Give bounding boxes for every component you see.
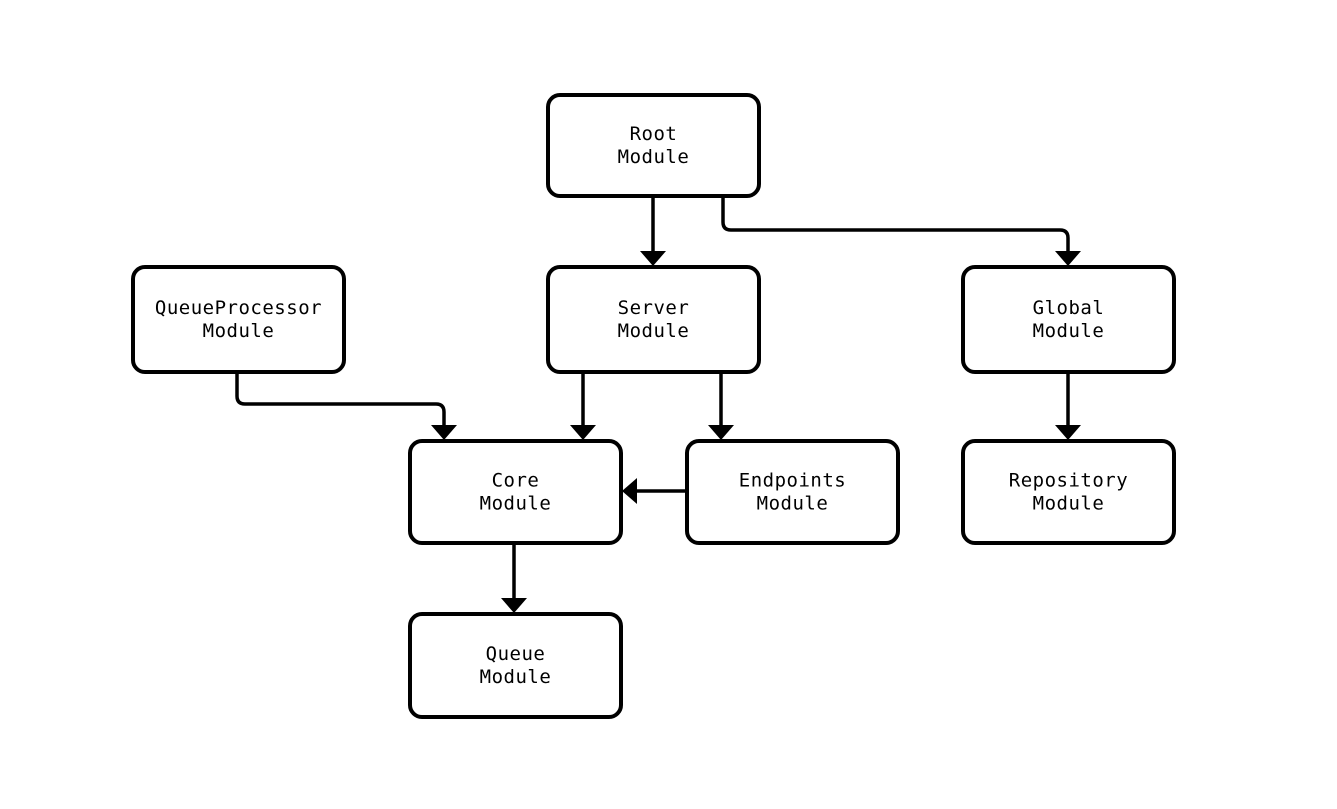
global-module-node-box[interactable] xyxy=(961,265,1176,374)
global-module-node-label-line1: Global xyxy=(1033,297,1105,319)
edge-core-to-queue-arrowhead xyxy=(501,598,527,613)
edge-root-to-server-arrowhead xyxy=(640,251,666,266)
edge-root-to-server xyxy=(640,196,666,266)
edge-queueprocessor-to-core xyxy=(235,372,457,440)
root-module-node-box[interactable] xyxy=(546,93,761,198)
queue-module-node-box[interactable] xyxy=(408,612,623,719)
edge-queueprocessor-to-core-arrowhead xyxy=(431,425,457,440)
nodes-layer: RootModuleQueueProcessorModuleServerModu… xyxy=(131,93,1176,719)
queue-module-node-label-line2: Module xyxy=(480,666,552,688)
queueprocessor-module-node-label-line2: Module xyxy=(203,320,275,342)
edge-root-to-global xyxy=(721,196,1081,266)
endpoints-module-node-box[interactable] xyxy=(685,439,900,545)
endpoints-module-node-label-line1: Endpoints xyxy=(739,470,846,492)
edge-queueprocessor-to-core-line xyxy=(235,372,446,430)
queue-module-node-label-line1: Queue xyxy=(486,643,546,665)
edge-endpoints-to-core xyxy=(622,478,687,504)
server-module-node-label-line2: Module xyxy=(618,320,690,342)
edge-server-to-endpoints xyxy=(708,372,734,440)
repository-module-node-box[interactable] xyxy=(961,439,1176,545)
repository-module-node-label-line2: Module xyxy=(1033,493,1105,515)
root-module-node-label-line1: Root xyxy=(630,123,678,145)
edge-server-to-endpoints-arrowhead xyxy=(708,425,734,440)
root-module-node-label-line2: Module xyxy=(618,146,690,168)
edge-global-to-repository xyxy=(1055,372,1081,440)
edges-layer xyxy=(235,196,1081,613)
edge-root-to-global-line xyxy=(721,196,1070,256)
edge-core-to-queue xyxy=(501,543,527,613)
global-module-node-label-line2: Module xyxy=(1033,320,1105,342)
edge-root-to-global-arrowhead xyxy=(1055,251,1081,266)
core-module-node-label-line1: Core xyxy=(492,470,540,492)
core-module-node-box[interactable] xyxy=(408,439,623,545)
queueprocessor-module-node-box[interactable] xyxy=(131,265,346,374)
repository-module-node-label-line1: Repository xyxy=(1009,470,1128,492)
edge-global-to-repository-arrowhead xyxy=(1055,425,1081,440)
edge-server-to-core-arrowhead xyxy=(570,425,596,440)
edge-server-to-core xyxy=(570,372,596,440)
endpoints-module-node-label-line2: Module xyxy=(757,493,829,515)
queueprocessor-module-node-label-line1: QueueProcessor xyxy=(155,297,322,319)
core-module-node-label-line2: Module xyxy=(480,493,552,515)
server-module-node-label-line1: Server xyxy=(618,297,690,319)
edge-endpoints-to-core-arrowhead xyxy=(622,478,637,504)
server-module-node-box[interactable] xyxy=(546,265,761,374)
